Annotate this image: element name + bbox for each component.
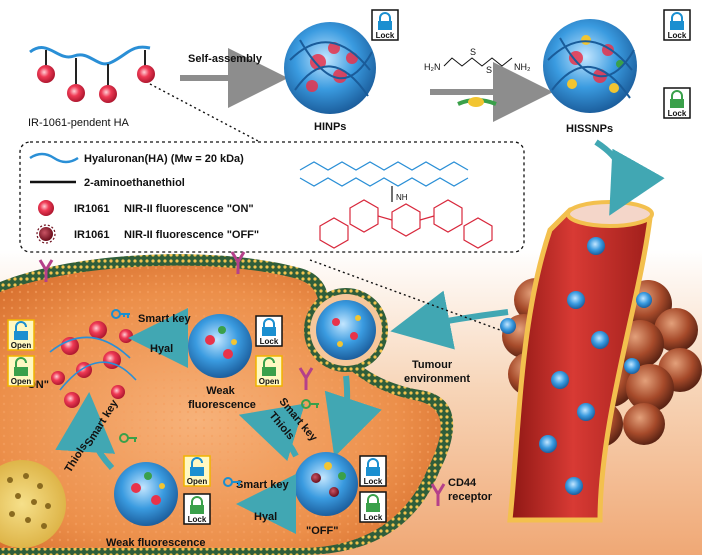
svg-text:2-aminoethanethiol: 2-aminoethanethiol (84, 177, 185, 189)
internalization-arrow (324, 375, 382, 458)
lock-icon: Lock (371, 9, 399, 41)
lock-icon: Lock (359, 491, 387, 523)
leader-line (149, 83, 261, 143)
legend-off: IR1061 NIR-II fluorescence "OFF" (36, 224, 259, 244)
svg-text:Lock: Lock (668, 109, 687, 118)
thiols-arrow-mid (238, 403, 305, 462)
key-icon (111, 309, 130, 319)
dye-on-dot (67, 84, 85, 102)
svg-text:H₂N: H₂N (424, 62, 441, 72)
smart-key-bottom: Smart key (236, 479, 289, 491)
uptake-arrow (390, 290, 509, 350)
svg-text:Lock: Lock (668, 31, 687, 40)
svg-text:Lock: Lock (260, 337, 279, 346)
cd44-receptor-icon (230, 251, 246, 274)
lock-icon: Lock (663, 87, 691, 119)
hissnps-particle (543, 19, 637, 113)
lock-icon: Lock (183, 493, 211, 525)
cd44-receptor-icon (298, 367, 314, 390)
svg-text:NH: NH (396, 193, 408, 202)
circulation-arrow (594, 139, 665, 216)
cd44-receptor-icon (430, 483, 446, 506)
cd44-line-2: receptor (448, 491, 493, 503)
linker-icon (457, 97, 497, 107)
polymer-chain (29, 45, 155, 103)
hinps-label: HINPs (314, 121, 346, 133)
lock-icon: Lock (663, 9, 691, 41)
open-lock-icon: Open (7, 319, 35, 351)
hyal-bottom: Hyal (254, 511, 277, 523)
open-lock-icon: Open (255, 355, 283, 387)
svg-text:Open: Open (187, 477, 208, 486)
svg-text:NIR-II fluorescence "OFF": NIR-II fluorescence "OFF" (124, 229, 259, 241)
svg-text:Open: Open (11, 377, 32, 386)
legend-ha: Hyaluronan(HA) (Mw = 20 kDa) (29, 152, 244, 165)
svg-text:S: S (470, 47, 476, 57)
legend-box (19, 141, 525, 253)
svg-text:Hyaluronan(HA) (Mw = 20 kDa): Hyaluronan(HA) (Mw = 20 kDa) (84, 153, 244, 165)
legend-on: IR1061 NIR-II fluorescence "ON" (38, 200, 254, 216)
hinps-particle (284, 22, 376, 114)
endocytic-vesicle (304, 288, 388, 372)
svg-text:Lock: Lock (364, 513, 383, 522)
legend-linker: 2-aminoethanethiol (30, 177, 185, 189)
svg-text:NIR-II fluorescence "ON": NIR-II fluorescence "ON" (124, 203, 254, 215)
svg-text:Lock: Lock (376, 31, 395, 40)
svg-text:Lock: Lock (364, 477, 383, 486)
self-assembly-label: Self-assembly (188, 53, 263, 65)
partial-open-particle (188, 314, 252, 378)
tumour-env-label-1: Tumour environment (404, 359, 470, 385)
off-state-label: "OFF" (306, 525, 338, 537)
open-lock-icon: Open (183, 455, 211, 487)
weak-fluorescence-lower: Weak fluorescence (106, 537, 205, 549)
key-icon (223, 477, 241, 487)
partial-open-particle (114, 462, 178, 526)
lysosome (0, 460, 66, 548)
cd44-label: CD44 receptor (448, 477, 493, 503)
cd44-receptor-icon (38, 259, 54, 282)
key-icon (119, 433, 137, 443)
svg-text:IR1061: IR1061 (74, 203, 109, 215)
svg-text:NH₂: NH₂ (514, 62, 531, 72)
off-particle (294, 452, 358, 516)
key-icon (301, 399, 319, 409)
svg-text:Open: Open (259, 377, 280, 386)
dye-on-dot (99, 85, 117, 103)
smart-key-upper: Smart key (138, 313, 191, 325)
dye-on-dot (137, 65, 155, 83)
tumour-env-line-2: environment (404, 373, 470, 385)
lock-icon: Lock (255, 315, 283, 347)
cystamine-structure: H₂N S S NH₂ (424, 47, 531, 75)
hissnps-label: HISSNPs (566, 123, 613, 135)
svg-text:Lock: Lock (188, 515, 207, 524)
cd44-line-1: CD44 (448, 477, 477, 489)
leader-line (309, 259, 501, 331)
svg-text:S: S (486, 65, 492, 75)
chemical-structure: NH (299, 161, 493, 249)
dye-on-dot (37, 65, 55, 83)
thiols-arrow-left (55, 392, 116, 471)
hyal-upper: Hyal (150, 343, 173, 355)
svg-text:Open: Open (11, 341, 32, 350)
open-lock-icon: Open (7, 355, 35, 387)
lock-icon: Lock (359, 455, 387, 487)
tumour-env-line-1: Tumour (412, 359, 453, 371)
polymer-label: IR-1061-pendent HA (28, 117, 130, 129)
svg-text:IR1061: IR1061 (74, 229, 109, 241)
